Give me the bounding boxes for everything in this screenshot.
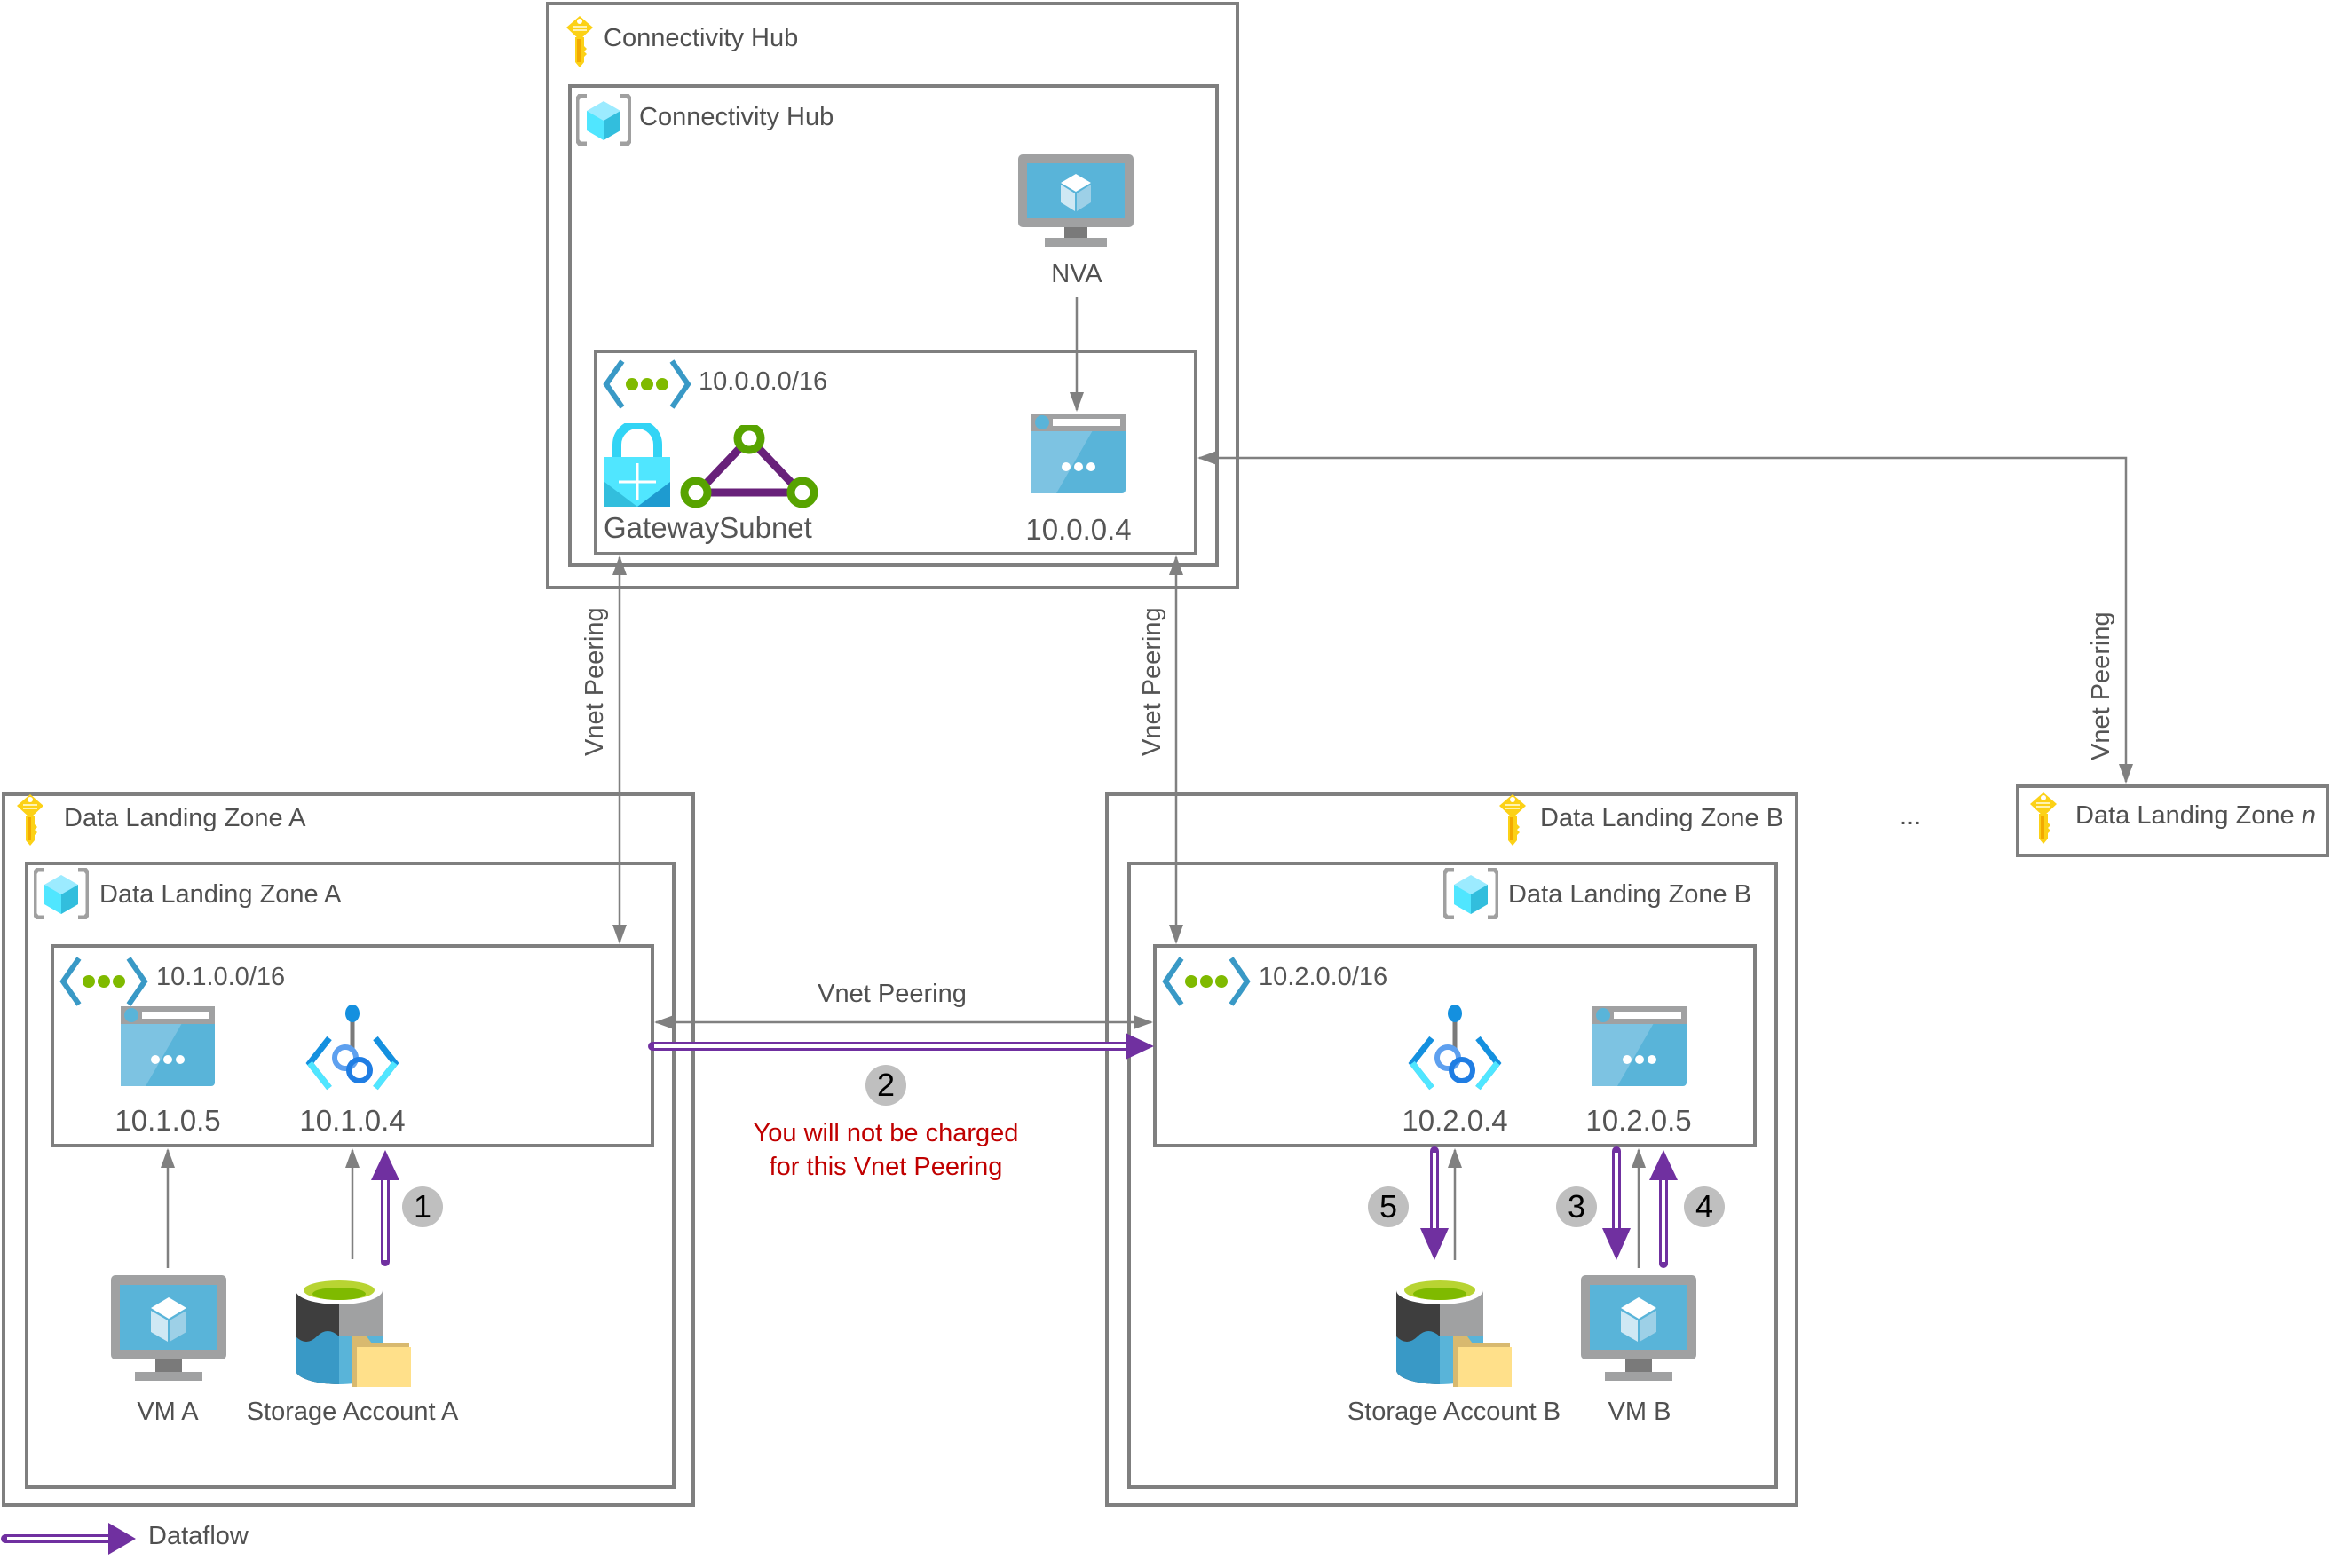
dataflow-1-arrow: [371, 1150, 399, 1266]
more-zones-ellipsis: ...: [1900, 802, 1922, 831]
local-network-gateway-icon: [680, 425, 818, 508]
vnet-icon: [603, 359, 691, 409]
subscription-key-icon: [2030, 792, 2057, 844]
step-badge-4: 4: [1684, 1186, 1725, 1227]
nva-nic-ip: 10.0.0.4: [1025, 513, 1132, 546]
step-badge-3: 3: [1556, 1186, 1597, 1227]
subscription-key-icon: [1499, 794, 1526, 846]
resource-group-icon: [576, 94, 631, 146]
peering-label-hub-zone-b: Vnet Peering: [1138, 607, 1166, 756]
hub-vnet-cidr: 10.0.0.0/16: [699, 367, 828, 396]
virtual-machine-icon: [1018, 154, 1134, 247]
zone-b-nic-ip: 10.2.0.5: [1585, 1104, 1692, 1137]
legend-dataflow-label: Dataflow: [148, 1522, 249, 1550]
resource-group-icon: [1443, 868, 1498, 919]
zone-b-subscription-label: Data Landing Zone B: [1540, 804, 1784, 832]
network-interface-icon: [121, 1006, 215, 1086]
gateway-subnet-label: GatewaySubnet: [604, 511, 812, 544]
storage-account-icon: [1396, 1276, 1512, 1387]
zone-n-label-prefix: Data Landing Zone: [2075, 801, 2302, 830]
zone-b-vnet-cidr: 10.2.0.0/16: [1259, 963, 1388, 991]
step-badge-1: 1: [402, 1186, 443, 1227]
hub-resource-group-box: [568, 84, 1219, 567]
zone-a-nic-ip: 10.1.0.5: [115, 1104, 221, 1137]
zone-a-vnet-cidr: 10.1.0.0/16: [156, 963, 286, 991]
hub-resource-group-label: Connectivity Hub: [639, 103, 834, 131]
private-endpoint-icon: [1408, 1005, 1502, 1091]
vpn-gateway-lock-icon: [604, 423, 670, 507]
charge-note-line-1: You will not be charged: [753, 1119, 1019, 1147]
network-interface-icon: [1592, 1006, 1687, 1086]
zone-n-subscription-label: Data Landing Zone n: [2075, 801, 2316, 831]
subscription-key-icon: [17, 794, 43, 846]
charge-note: You will not be charged for this Vnet Pe…: [754, 1116, 1019, 1184]
virtual-machine-icon: [1581, 1275, 1696, 1381]
vnet-icon: [59, 957, 148, 1006]
dataflow-5-arrow: [1420, 1146, 1449, 1260]
zone-a-private-endpoint-ip: 10.1.0.4: [299, 1104, 406, 1137]
hub-subscription-box: [546, 2, 1239, 589]
legend-dataflow-arrow: [1, 1523, 136, 1555]
zone-b-vnet-box: [1153, 944, 1757, 1147]
peering-label-zone-a-zone-b: Vnet Peering: [818, 980, 967, 1008]
storage-a-label: Storage Account A: [246, 1398, 459, 1426]
subscription-key-icon: [566, 16, 593, 67]
zone-a-resource-group-label: Data Landing Zone A: [99, 880, 342, 909]
zone-a-subscription-box: [2, 792, 695, 1507]
storage-account-icon: [296, 1276, 411, 1387]
step-badge-5: 5: [1368, 1186, 1409, 1227]
private-endpoint-icon: [305, 1005, 399, 1091]
zone-b-resource-group-label: Data Landing Zone B: [1508, 880, 1752, 909]
dataflow-2-arrow: [648, 1033, 1154, 1060]
dataflow-3-arrow: [1602, 1146, 1631, 1260]
peering-label-hub-zone-a: Vnet Peering: [581, 607, 609, 756]
zone-b-private-endpoint-ip: 10.2.0.4: [1402, 1104, 1508, 1137]
vm-b-label: VM B: [1608, 1398, 1671, 1426]
zone-b-subscription-box: [1105, 792, 1798, 1507]
resource-group-icon: [34, 868, 89, 919]
zone-a-subscription-label: Data Landing Zone A: [64, 804, 306, 832]
virtual-machine-icon: [111, 1275, 226, 1381]
hub-subscription-label: Connectivity Hub: [604, 24, 799, 52]
zone-b-resource-group-box: [1127, 862, 1778, 1489]
charge-note-line-2: for this Vnet Peering: [769, 1153, 1003, 1181]
nva-label: NVA: [1051, 260, 1102, 288]
zone-n-subscription-box: [2016, 784, 2329, 857]
vnet-icon: [1162, 957, 1251, 1006]
peering-hub-zone-n-connector: [1197, 451, 2133, 784]
step-badge-2: 2: [865, 1065, 906, 1106]
network-interface-icon: [1031, 414, 1126, 493]
peering-label-hub-zone-n: Vnet Peering: [2087, 611, 2115, 760]
zone-a-resource-group-box: [25, 862, 676, 1489]
dataflow-4-arrow: [1649, 1150, 1678, 1268]
zone-n-label-suffix: n: [2301, 801, 2316, 830]
storage-b-label: Storage Account B: [1347, 1398, 1561, 1426]
hub-vnet-box: [594, 350, 1197, 555]
vm-a-label: VM A: [137, 1398, 199, 1426]
